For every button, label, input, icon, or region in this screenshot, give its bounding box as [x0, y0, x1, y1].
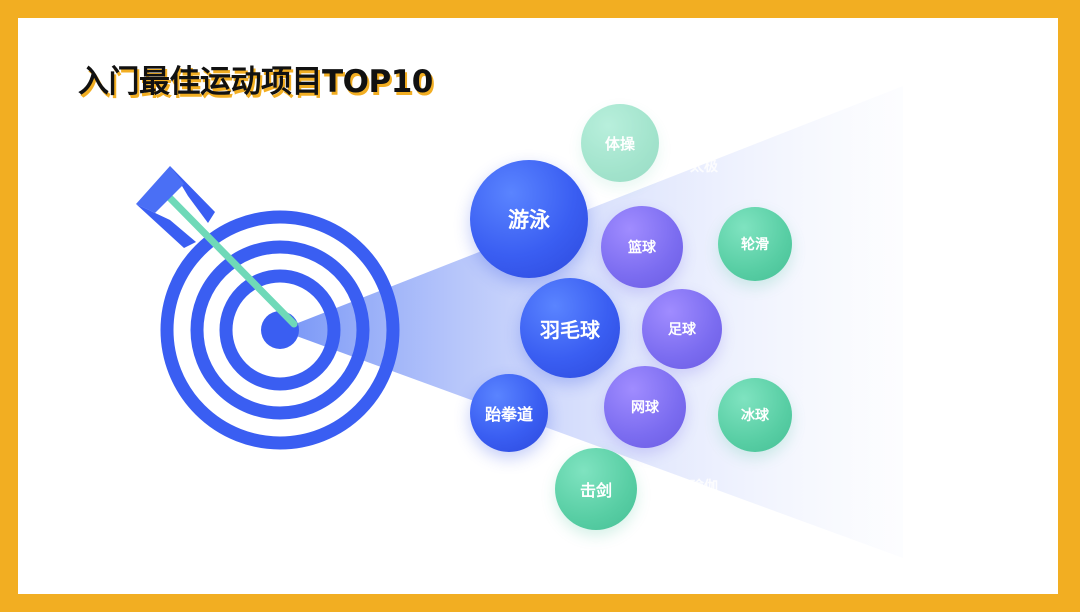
- bubble-tennis: 网球: [604, 366, 686, 448]
- bubble-label: 羽毛球: [540, 317, 600, 342]
- bullseye-icon: [160, 210, 400, 450]
- ghost-label-bottom: 瑜伽: [690, 479, 718, 495]
- bubble-label: 体操: [604, 134, 635, 153]
- bubble-label: 轮滑: [741, 237, 769, 253]
- bubble-basketball: 篮球: [601, 206, 683, 288]
- ghost-label-top: 太极: [690, 159, 718, 175]
- bubble-badminton: 羽毛球: [520, 278, 620, 378]
- slide-canvas: 入门最佳运动项目TOP10 太极 瑜伽 游泳 羽毛球 跆拳道 篮球 足球 网球 …: [18, 18, 1058, 594]
- bubble-label: 冰球: [741, 408, 769, 424]
- bubble-label: 足球: [668, 322, 696, 338]
- bubble-swimming: 游泳: [470, 160, 588, 278]
- bubble-icehockey: 冰球: [718, 378, 792, 452]
- bubble-label: 击剑: [579, 481, 612, 500]
- bubble-rollerskating: 轮滑: [718, 207, 792, 281]
- bubble-football: 足球: [642, 289, 722, 369]
- bubble-label: 网球: [631, 400, 659, 416]
- bubble-gymnastics: 体操: [581, 104, 659, 182]
- page-title: 入门最佳运动项目TOP10: [78, 64, 433, 100]
- bubble-label: 游泳: [508, 208, 550, 232]
- arrow-icon: [136, 166, 298, 328]
- bubble-label: 篮球: [628, 240, 656, 256]
- bubble-label: 跆拳道: [484, 405, 533, 424]
- bubble-fencing: 击剑: [555, 448, 637, 530]
- bubble-taekwondo: 跆拳道: [470, 374, 548, 452]
